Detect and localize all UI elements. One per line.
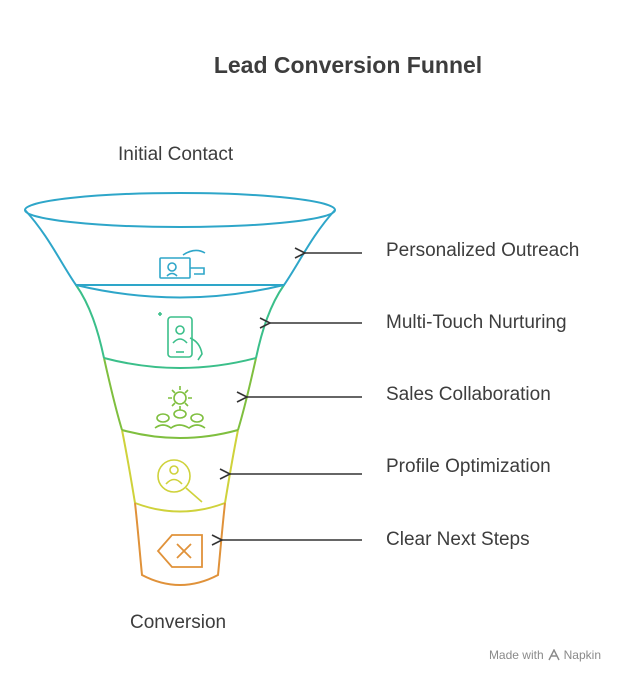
contact-card-icon <box>159 249 206 279</box>
stage-label-4: Profile Optimization <box>386 456 551 477</box>
search-profile-icon <box>157 459 203 503</box>
funnel-segment-1 <box>24 192 336 286</box>
team-gear-icon <box>154 386 206 429</box>
napkin-logo-icon <box>548 649 560 661</box>
diagram-title: Lead Conversion Funnel <box>213 52 483 78</box>
stage-label-2: Multi-Touch Nurturing <box>386 312 567 333</box>
mobile-user-icon <box>158 312 203 361</box>
footer-prefix: Made with <box>488 648 544 662</box>
funnel-bottom-label: Conversion <box>130 612 227 633</box>
footer-brand: Napkin <box>563 648 601 662</box>
clear-tag-icon <box>156 534 203 568</box>
stage-label-5: Clear Next Steps <box>386 529 530 550</box>
funnel-segment-4 <box>121 429 239 504</box>
footer-credit: Made with Napkin <box>489 648 601 662</box>
funnel-segment-3 <box>103 357 257 431</box>
funnel-top-label: Initial Contact <box>118 144 234 165</box>
stage-label-1: Personalized Outreach <box>386 240 580 261</box>
stage-label-3: Sales Collaboration <box>386 384 551 405</box>
funnel-segment-2 <box>75 284 285 359</box>
stage-arrows <box>222 253 362 540</box>
funnel-segment-5 <box>134 502 226 586</box>
